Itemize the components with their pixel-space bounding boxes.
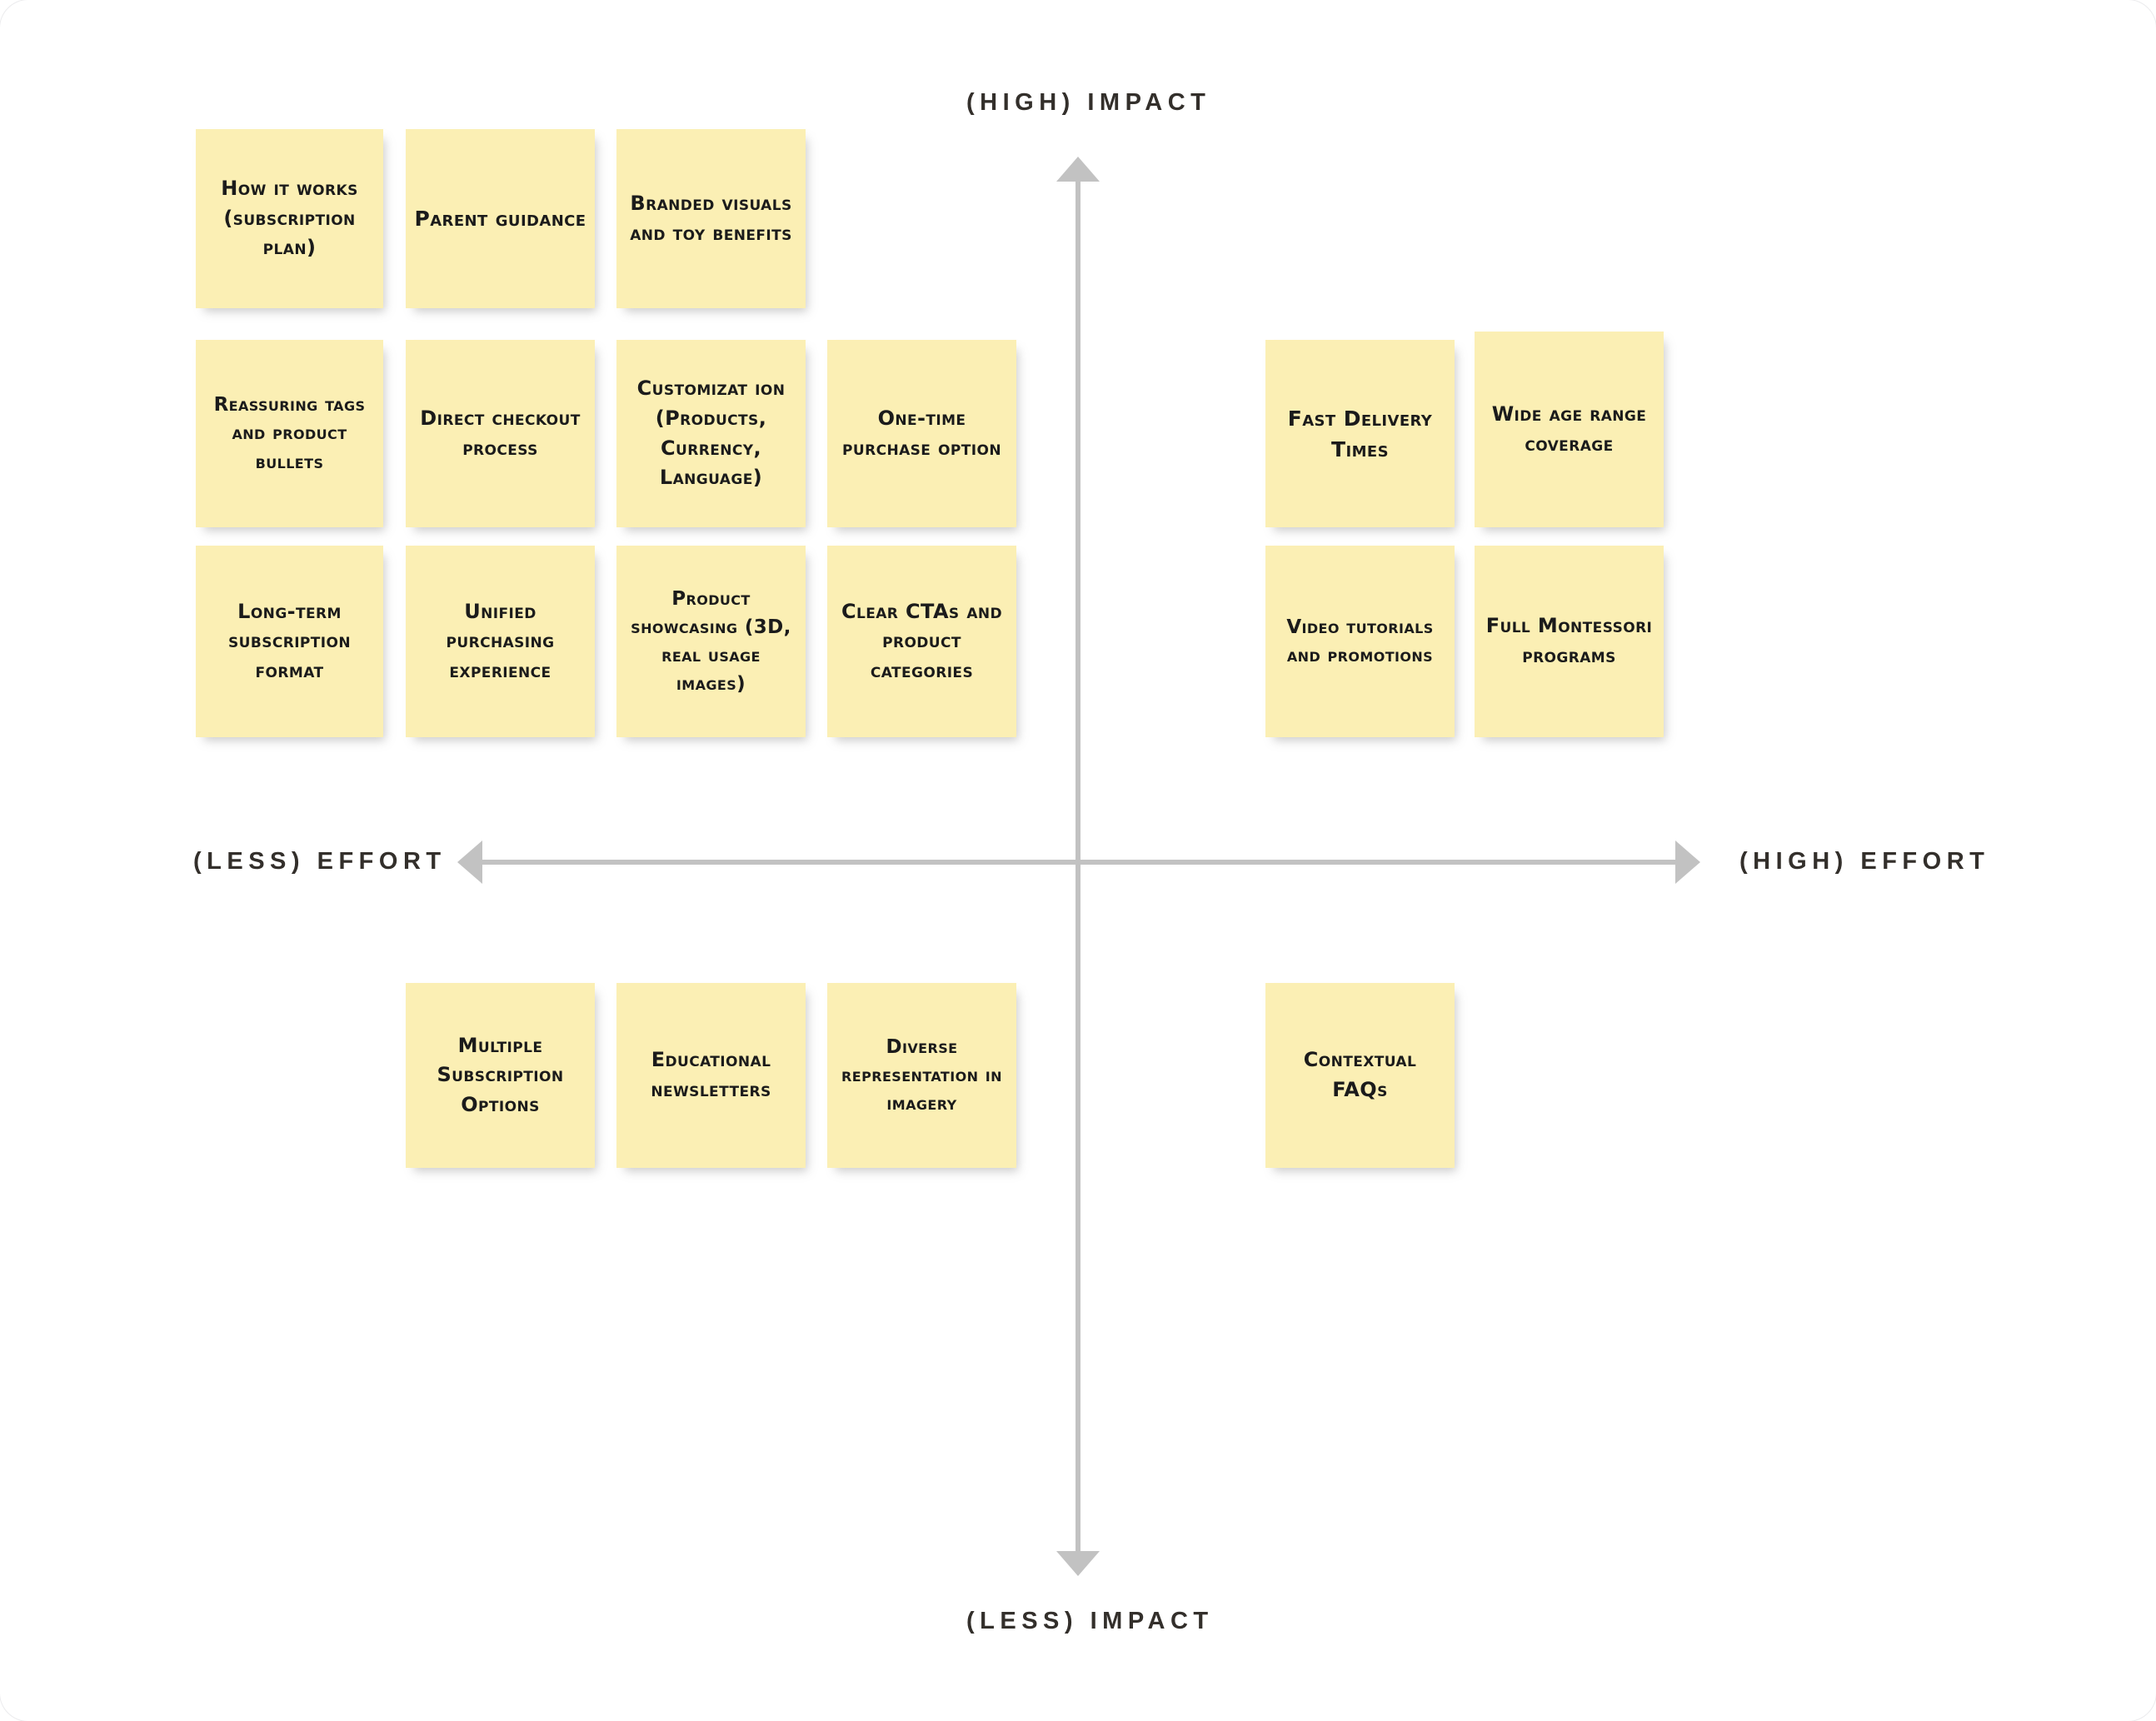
sticky-note-text: Diverse representation in imagery (841, 1035, 1002, 1115)
sticky-note[interactable]: Multiple Subscription Options (406, 983, 595, 1168)
sticky-note-text: Customizat ion (Products, Currency, Lang… (636, 377, 786, 490)
sticky-note[interactable]: Fast Delivery Times (1265, 340, 1455, 527)
sticky-note[interactable]: Clear CTAs and product categories (827, 546, 1016, 737)
vertical-axis-line (1076, 179, 1080, 1558)
axis-label-less-effort: (LESS) EFFORT (193, 848, 447, 875)
sticky-note-text: Branded visuals and toy benefits (630, 191, 792, 245)
sticky-note[interactable]: Direct checkout process (406, 340, 595, 527)
sticky-note[interactable]: Educational newsletters (616, 983, 806, 1168)
sticky-note-text: Educational newsletters (651, 1048, 771, 1101)
sticky-note-text: One-time purchase option (842, 406, 1001, 460)
axis-arrow-down-icon (1056, 1551, 1100, 1576)
sticky-note-text: How it works (subscription plan) (221, 177, 358, 260)
sticky-note-text: Reassuring tags and product bullets (213, 394, 366, 473)
axis-arrow-up-icon (1056, 157, 1100, 182)
sticky-note-text: Clear CTAs and product categories (841, 599, 1003, 682)
axis-label-high-impact: (HIGH) IMPACT (966, 89, 1211, 116)
sticky-note[interactable]: Parent guidance (406, 129, 595, 308)
sticky-note-text: Unified purchasing experience (446, 599, 555, 682)
sticky-note[interactable]: Diverse representation in imagery (827, 983, 1016, 1168)
sticky-note-text: Direct checkout process (420, 406, 581, 460)
sticky-note-text: Long-term subscription format (227, 599, 351, 682)
sticky-note[interactable]: Customizat ion (Products, Currency, Lang… (616, 340, 806, 527)
sticky-note[interactable]: Reassuring tags and product bullets (196, 340, 383, 527)
sticky-note[interactable]: How it works (subscription plan) (196, 129, 383, 308)
axis-label-less-impact: (LESS) IMPACT (966, 1608, 1214, 1634)
sticky-note[interactable]: Unified purchasing experience (406, 546, 595, 737)
sticky-note-text: Contextual FAQs (1303, 1048, 1417, 1101)
sticky-note[interactable]: Branded visuals and toy benefits (616, 129, 806, 308)
sticky-note[interactable]: One-time purchase option (827, 340, 1016, 527)
sticky-note-text: Full Montessori programs (1485, 614, 1653, 667)
sticky-note-text: Product showcasing (3D, real usage image… (631, 587, 791, 696)
sticky-note[interactable]: Wide age range coverage (1475, 332, 1664, 527)
axis-label-high-effort: (HIGH) EFFORT (1739, 848, 1990, 875)
axis-arrow-left-icon (457, 841, 482, 884)
sticky-note[interactable]: Product showcasing (3D, real usage image… (616, 546, 806, 737)
sticky-note[interactable]: Video tutorials and promotions (1265, 546, 1455, 737)
sticky-note[interactable]: Full Montessori programs (1475, 546, 1664, 737)
axis-arrow-right-icon (1675, 841, 1700, 884)
sticky-note[interactable]: Long-term subscription format (196, 546, 383, 737)
sticky-note-text: Parent guidance (414, 207, 586, 231)
horizontal-axis-line (479, 860, 1679, 865)
sticky-note-text: Wide age range coverage (1491, 402, 1647, 456)
sticky-note[interactable]: Contextual FAQs (1265, 983, 1455, 1168)
sticky-note-text: Video tutorials and promotions (1286, 616, 1434, 666)
sticky-note-text: Fast Delivery Times (1287, 406, 1433, 461)
sticky-note-text: Multiple Subscription Options (437, 1033, 564, 1116)
